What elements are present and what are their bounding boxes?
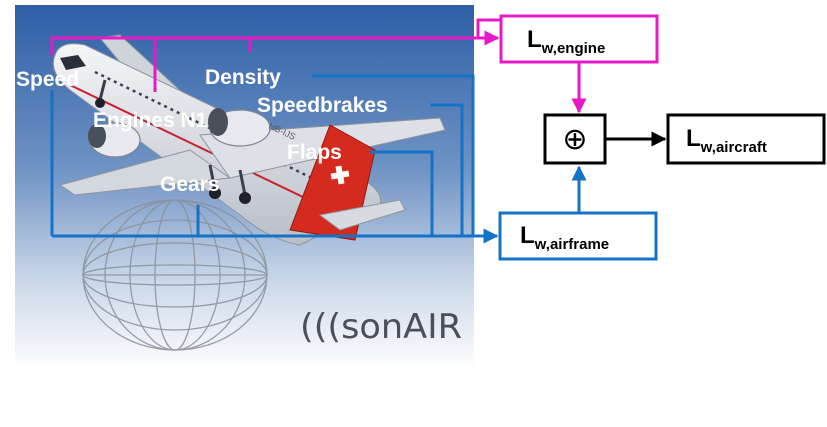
flaps-label: Flaps (287, 141, 342, 164)
globe-wireframe-icon (82, 199, 268, 351)
aircraft-output-label: Lw,aircraft (686, 125, 767, 156)
engines-n1-label: Engines N1 (93, 109, 208, 132)
engine-output-box: Lw,engine (499, 14, 659, 64)
sum-symbol-icon: ⊕ (562, 122, 587, 157)
speed-label: Speed (16, 68, 79, 91)
aircraft-photo: HB-IJS (((sonAIR (15, 5, 474, 370)
speedbrakes-label: Speedbrakes (257, 94, 388, 117)
airframe-output-box: Lw,airframe (498, 211, 658, 261)
engine-output-label: Lw,engine (527, 26, 605, 57)
gears-label: Gears (160, 173, 220, 196)
sonair-logo-text: (((sonAIR (300, 307, 462, 347)
airframe-output-label: Lw,airframe (520, 222, 609, 253)
density-label: Density (205, 66, 281, 89)
input-labels: Speed Engines N1 Density Speedbrakes Fla… (16, 66, 388, 196)
airframe-signal-lines (50, 74, 499, 244)
sonair-logo: (((sonAIR (300, 307, 462, 347)
aircraft-output-box: Lw,aircraft (666, 113, 826, 165)
swiss-cross-icon (330, 165, 350, 185)
aircraft-icon: HB-IJS (52, 34, 446, 246)
summation-box: ⊕ (543, 113, 607, 165)
